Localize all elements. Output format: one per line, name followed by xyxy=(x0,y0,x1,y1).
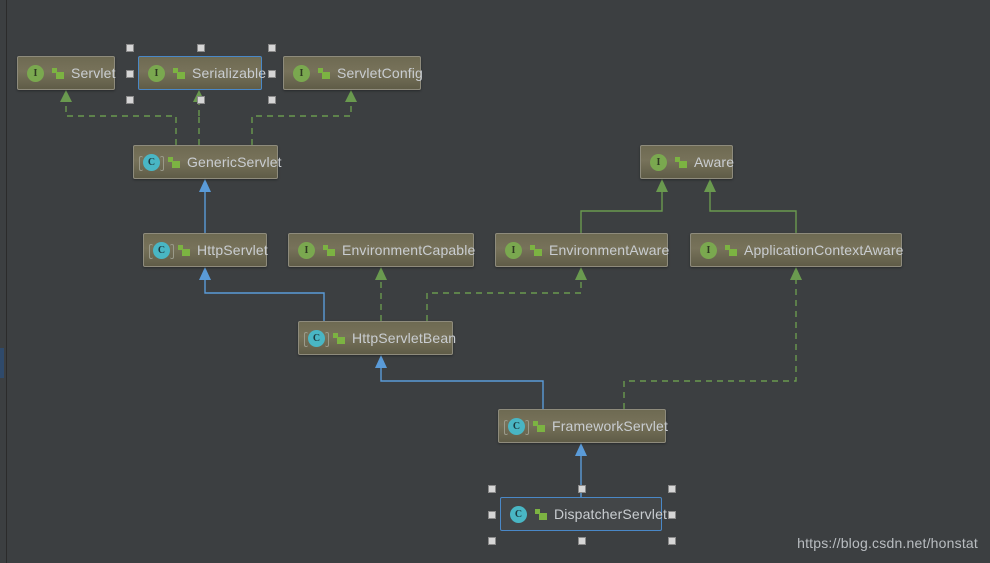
arrowhead-genericservlet xyxy=(199,179,211,192)
public-visibility-icon xyxy=(178,244,190,256)
node-label: GenericServlet xyxy=(187,154,282,170)
node-servlet[interactable]: I Servlet xyxy=(17,56,115,90)
public-visibility-icon xyxy=(318,67,330,79)
class-icon: C xyxy=(304,329,329,347)
node-label: FrameworkServlet xyxy=(552,418,668,434)
edge-frameworkservlet-to-applicationcontextaware xyxy=(623,279,797,409)
interface-icon: I xyxy=(27,64,44,82)
class-icon: C xyxy=(510,505,527,523)
node-label: HttpServlet xyxy=(197,242,268,258)
arrowhead-aware-right xyxy=(704,179,716,192)
edge-httpservletbean-to-httpservlet xyxy=(204,279,325,321)
interface-icon: I xyxy=(650,153,667,171)
edge-frameworkservlet-to-httpservletbean xyxy=(380,367,544,409)
public-visibility-icon xyxy=(675,156,687,168)
arrowhead-servletconfig xyxy=(345,90,357,102)
node-label: EnvironmentAware xyxy=(549,242,670,258)
edge-httpservletbean-to-environmentaware xyxy=(426,279,582,321)
interface-icon: I xyxy=(700,241,717,259)
class-icon: C xyxy=(504,417,529,435)
public-visibility-icon xyxy=(52,67,64,79)
interface-icon: I xyxy=(293,64,310,82)
node-environmentaware[interactable]: I EnvironmentAware xyxy=(495,233,670,267)
interface-icon: I xyxy=(505,241,522,259)
edge-genericservlet-to-servletconfig xyxy=(251,102,352,145)
class-icon: C xyxy=(149,241,174,259)
watermark: https://blog.csdn.net/honstat xyxy=(797,535,978,551)
gutter-scroll-marker[interactable] xyxy=(0,348,4,378)
edge-genericservlet-to-servlet xyxy=(65,100,177,145)
public-visibility-icon xyxy=(333,332,345,344)
arrowhead-applicationcontextaware xyxy=(790,267,802,280)
public-visibility-icon xyxy=(323,244,335,256)
arrowhead-frameworkservlet xyxy=(575,443,587,456)
node-servletconfig[interactable]: I ServletConfig xyxy=(283,56,423,90)
node-label: Aware xyxy=(694,154,735,170)
arrowhead-servlet xyxy=(60,90,72,102)
node-httpservletbean[interactable]: C HttpServletBean xyxy=(298,321,457,355)
class-icon: C xyxy=(139,153,164,171)
edge-environmentaware-to-aware xyxy=(580,191,663,233)
public-visibility-icon xyxy=(168,156,180,168)
node-frameworkservlet[interactable]: C FrameworkServlet xyxy=(498,409,668,443)
editor-gutter xyxy=(0,0,7,563)
node-applicationcontextaware[interactable]: I ApplicationContextAware xyxy=(690,233,904,267)
node-label: EnvironmentCapable xyxy=(342,242,476,258)
node-dispatcherservlet[interactable]: C DispatcherServlet xyxy=(500,497,667,531)
node-genericservlet[interactable]: C GenericServlet xyxy=(133,145,282,179)
node-httpservlet[interactable]: C HttpServlet xyxy=(143,233,268,267)
arrowhead-serializable xyxy=(193,90,205,102)
node-label: Serializable xyxy=(192,65,267,81)
node-label: ApplicationContextAware xyxy=(744,242,904,258)
arrowhead-httpservletbean xyxy=(375,355,387,368)
interface-icon: I xyxy=(148,64,165,82)
node-aware[interactable]: I Aware xyxy=(640,145,735,179)
node-label: HttpServletBean xyxy=(352,330,457,346)
arrowhead-environmentcapable xyxy=(375,267,387,280)
node-environmentcapable[interactable]: I EnvironmentCapable xyxy=(288,233,476,267)
public-visibility-icon xyxy=(725,244,737,256)
arrowhead-httpservlet xyxy=(199,267,211,280)
node-serializable[interactable]: I Serializable xyxy=(138,56,266,90)
public-visibility-icon xyxy=(533,420,545,432)
node-label: ServletConfig xyxy=(337,65,423,81)
interface-icon: I xyxy=(298,241,315,259)
arrowhead-aware-left xyxy=(656,179,668,192)
public-visibility-icon xyxy=(535,508,547,520)
public-visibility-icon xyxy=(530,244,542,256)
public-visibility-icon xyxy=(173,67,185,79)
node-label: Servlet xyxy=(71,65,116,81)
node-label: DispatcherServlet xyxy=(554,506,668,522)
arrowhead-environmentaware xyxy=(575,267,587,280)
edge-applicationcontextaware-to-aware xyxy=(709,191,797,233)
